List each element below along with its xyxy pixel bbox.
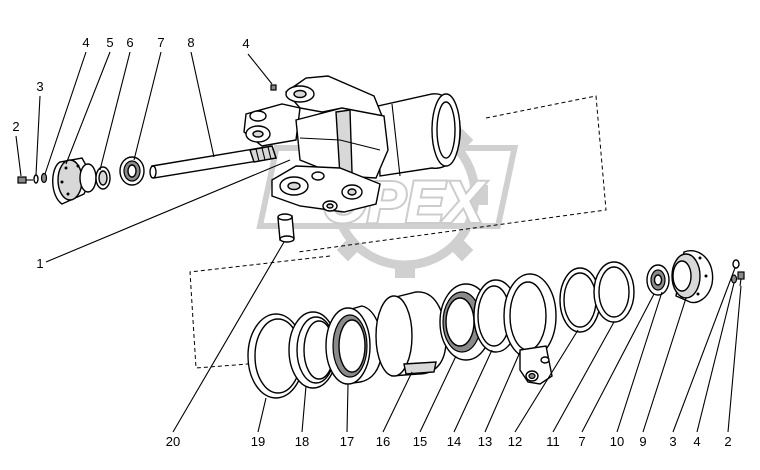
callout-label-15: 15 <box>413 434 427 449</box>
callout-label-10: 10 <box>610 434 624 449</box>
washer-part-3-left <box>33 174 39 184</box>
callout-label-17: 17 <box>340 434 354 449</box>
shaft-part-8 <box>149 145 277 179</box>
callout-label-13: 13 <box>478 434 492 449</box>
pin-part-20 <box>277 213 295 243</box>
seal-part-6 <box>95 166 111 190</box>
callout-label-5: 5 <box>106 35 113 50</box>
ring-part-19 <box>247 313 305 399</box>
bearing-part-7-bottom <box>646 264 670 296</box>
callout-label-19: 19 <box>251 434 265 449</box>
callout-label-4-top: 4 <box>242 36 249 51</box>
ring-part-12 <box>559 267 601 333</box>
bearing-part-7-top <box>119 156 145 186</box>
callout-label-14: 14 <box>447 434 461 449</box>
plug-part-4-top <box>270 84 277 91</box>
ring-part-11 <box>593 261 635 323</box>
callout-label-6: 6 <box>126 35 133 50</box>
leader-lines <box>15 51 742 433</box>
callout-label-3-right: 3 <box>669 434 676 449</box>
callout-label-7-top: 7 <box>157 35 164 50</box>
callout-label-9: 9 <box>639 434 646 449</box>
housing-part-1 <box>243 75 461 213</box>
callout-label-2-right: 2 <box>724 434 731 449</box>
callout-label-16: 16 <box>376 434 390 449</box>
callout-label-8: 8 <box>187 35 194 50</box>
bolt-part-2-right <box>737 271 745 287</box>
assembly-outline-lower <box>189 255 331 369</box>
callout-label-18: 18 <box>295 434 309 449</box>
callout-label-3-left: 3 <box>36 79 43 94</box>
callout-label-4-right: 4 <box>693 434 700 449</box>
bolt-part-2-left <box>17 176 33 184</box>
callout-label-20: 20 <box>166 434 180 449</box>
callout-label-2-left: 2 <box>12 119 19 134</box>
callout-label-4-left: 4 <box>82 35 89 50</box>
sleeve-part-16 <box>375 291 447 377</box>
flange-part-9 <box>671 250 714 304</box>
callout-label-11: 11 <box>546 434 560 449</box>
washer-part-4-left <box>40 172 48 184</box>
flange-cover-part-5 <box>52 157 97 205</box>
assembly-outline-upper <box>297 95 607 253</box>
callout-label-7-bottom: 7 <box>578 434 585 449</box>
callout-label-12: 12 <box>508 434 522 449</box>
washer-part-3-right <box>732 259 740 269</box>
arm-part-13 <box>503 273 557 385</box>
callout-label-1: 1 <box>36 256 43 271</box>
bearing-part-17 <box>325 305 384 385</box>
